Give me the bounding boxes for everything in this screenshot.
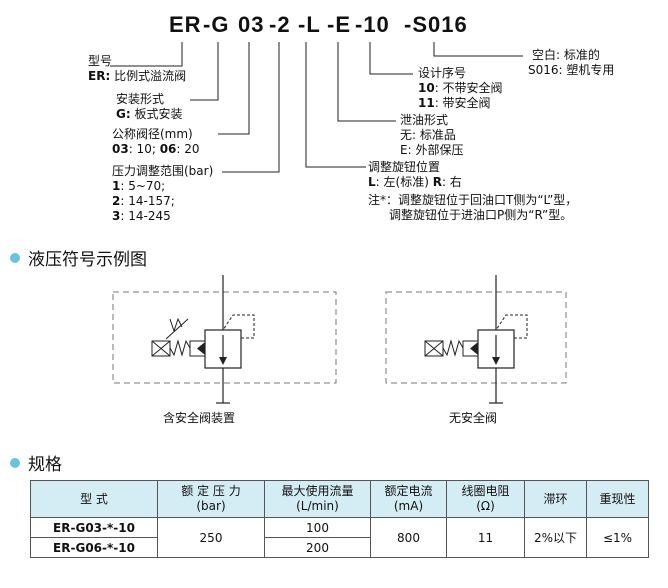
spec-table: 型 式 额 定 压 力 (bar) 最大使用流量 (L/min) 额定电流 (m… xyxy=(30,480,649,558)
header-current: 额定电流 (mA) xyxy=(370,480,447,518)
annotation-mount: 安装形式 G: 板式安装 xyxy=(116,92,183,121)
annotation-pressure: 压力调整范围(bar) 1: 5~70; 2: 14-157; 3: 14-24… xyxy=(112,164,214,223)
code-g: -G xyxy=(203,12,230,37)
annotation-drain: 泄油形式 无: 标准品 E: 外部保压 xyxy=(400,113,464,157)
hydraulic-symbol-without-safety-valve xyxy=(385,275,567,404)
code-drain: -E xyxy=(327,12,351,37)
code-connector-lines xyxy=(110,42,523,173)
hydraulic-symbol-with-safety-valve xyxy=(112,275,337,404)
spec-section-title: 规格 xyxy=(28,455,62,475)
header-repeatability: 重现性 xyxy=(586,480,649,518)
symbol-caption-right: 无安全阀 xyxy=(449,411,498,425)
cell-flow: 100 xyxy=(264,517,371,538)
symbols-section-title: 液压符号示例图 xyxy=(28,250,147,270)
cell-pressure: 250 xyxy=(157,517,265,558)
header-flow: 最大使用流量 (L/min) xyxy=(264,480,371,518)
cell-model: ER-G06-*-10 xyxy=(30,537,158,558)
code-size: 03 xyxy=(238,12,265,37)
header-pressure: 额 定 压 力 (bar) xyxy=(157,480,265,518)
code-er: ER xyxy=(169,12,202,37)
header-resistance: 线圈电阻 (Ω) xyxy=(446,480,525,518)
annotation-knob: 调整旋钮位置 L: 左(标准) R: 右 注*：调整旋钮位于回油口T侧为“L”型… xyxy=(368,160,578,222)
header-hysteresis: 滞环 xyxy=(524,480,587,518)
cell-resistance: 11 xyxy=(446,517,525,558)
cell-repeatability: ≤1% xyxy=(586,517,649,558)
annotation-suffix: 空白: 标准的 S016: 塑机专用 xyxy=(528,48,615,77)
cell-model: ER-G03-*-10 xyxy=(30,517,158,538)
annotation-size: 公称阀径(mm) 03: 10; 06: 20 xyxy=(112,127,200,156)
header-model: 型 式 xyxy=(30,480,158,518)
annotation-design: 设计序号 10: 不带安全阀 11: 带安全阀 xyxy=(418,66,503,110)
code-knob: -L xyxy=(298,12,321,37)
code-design: -10 xyxy=(355,12,390,37)
table-row: ER-G03-*-10 250 100 800 11 2%以下 ≤1% xyxy=(30,517,649,558)
table-row: ER-G06-*-10 200 xyxy=(30,537,649,558)
cell-flow: 200 xyxy=(264,537,371,558)
annotation-type: 型号 ER: 比例式溢流阀 xyxy=(88,54,187,83)
spec-table-header: 型 式 额 定 压 力 (bar) 最大使用流量 (L/min) 额定电流 (m… xyxy=(30,480,649,518)
section-bullet-icon xyxy=(10,253,20,263)
section-bullet-icon xyxy=(10,458,20,468)
code-pressure: -2 xyxy=(269,12,291,37)
cell-hysteresis: 2%以下 xyxy=(524,517,587,558)
code-suffix: -S016 xyxy=(404,12,468,37)
symbol-caption-left: 含安全阀装置 xyxy=(163,411,236,425)
cell-current: 800 xyxy=(370,517,447,558)
